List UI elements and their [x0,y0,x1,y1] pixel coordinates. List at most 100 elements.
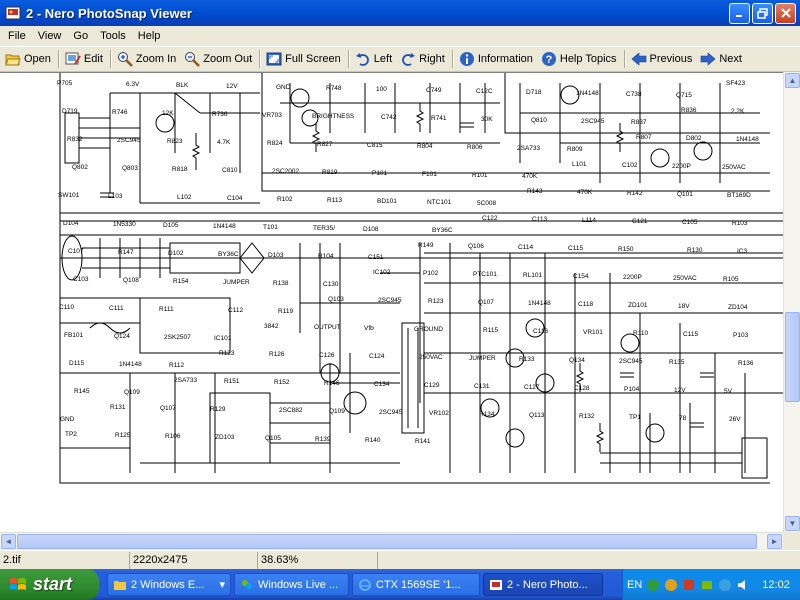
component-label: VR102 [429,410,449,417]
component-label: R103 [732,220,748,227]
component-label: Q109 [329,408,345,415]
task-nero-photosnap[interactable]: 2 - Nero Photo... [483,573,603,596]
component-label: Q134 [569,357,585,364]
rotate-left-button[interactable]: Left [352,48,397,70]
component-label: R151 [224,378,240,385]
component-label: L101 [572,161,587,168]
component-label: R823 [167,138,183,145]
language-indicator[interactable]: EN [627,578,643,591]
component-label: TP2 [65,431,77,438]
task-label: CTX 1569SE '1... [376,578,461,591]
menu-view[interactable]: View [37,30,62,42]
rotate-right-button[interactable]: Right [397,48,450,70]
component-label: R111 [159,306,174,313]
vertical-scrollbar[interactable]: ▲ ▼ [783,72,800,532]
component-label: 5V [724,388,733,395]
task-internet-explorer[interactable]: CTX 1569SE '1... [352,573,480,596]
zoom-in-label: Zoom In [135,53,177,65]
menu-help[interactable]: Help [137,30,161,42]
security-tray-icon[interactable] [682,578,696,592]
horizontal-scroll-thumb[interactable] [17,534,757,549]
component-label: BRIGHTNESS [312,113,355,120]
component-label: TP1 [629,414,641,421]
menu-go[interactable]: Go [73,30,89,42]
component-label: R837 [631,119,647,126]
previous-label: Previous [649,53,693,65]
component-label: 2SC945 [117,137,141,144]
next-button[interactable]: Next [697,48,747,70]
vertical-scroll-thumb[interactable] [785,312,800,402]
component-label: Q810 [531,117,547,124]
component-label: R131 [110,404,126,411]
menu-tools[interactable]: Tools [100,30,126,42]
next-label: Next [719,53,742,65]
component-label: C118 [578,301,593,308]
component-label: Q803 [122,165,138,172]
component-label: C738 [626,91,642,98]
full-screen-button[interactable]: Full Screen [263,48,346,70]
component-label: C130 [323,281,339,288]
information-label: Information [477,53,533,65]
component-label: R110 [633,330,648,337]
component-label: R136 [738,360,754,367]
component-label: ZD101 [628,302,648,309]
component-label: L114 [582,217,596,224]
component-label: R125 [115,432,131,439]
scroll-down-arrow-icon[interactable]: ▼ [785,516,800,531]
close-icon [780,8,791,18]
info-icon [459,52,474,66]
information-button[interactable]: Information [456,48,538,70]
open-button[interactable]: Open [2,48,56,70]
scroll-right-arrow-icon[interactable]: ► [767,534,782,549]
component-label: C749 [426,87,442,94]
edit-button[interactable]: Edit [62,48,108,70]
component-label: 6.3V [126,81,140,88]
scroll-up-arrow-icon[interactable]: ▲ [785,73,800,88]
component-label: P104 [624,386,640,393]
task-windows-live[interactable]: Windows Live ... [234,573,349,596]
horizontal-scrollbar[interactable]: ◄ ► [0,532,783,549]
component-label: C113 [532,216,547,223]
component-label: R818 [172,166,188,173]
close-button[interactable] [775,2,796,24]
component-label: 2SA733 [174,377,198,384]
component-label: R824 [267,140,283,147]
menu-file[interactable]: File [8,30,26,42]
component-label: R126 [269,351,285,358]
component-label: C126 [319,352,335,359]
help-topics-button[interactable]: ? Help Topics [538,48,622,70]
antivirus-tray-icon[interactable] [718,578,732,592]
component-label: Q106 [468,243,484,250]
messenger-tray-icon[interactable] [664,578,678,592]
toolbar-separator [259,50,262,68]
component-label: Q113 [529,412,545,419]
zoom-in-icon [117,52,133,67]
component-label: 2200P [623,274,642,281]
app-icon [5,6,21,20]
component-label: FB101 [64,332,84,339]
component-label: Q124 [114,333,130,340]
task-windows-explorer[interactable]: 2 Windows E... ▾ [107,573,231,596]
start-button[interactable]: start [0,569,99,600]
component-label: R106 [165,433,181,440]
arrow-right-icon [701,52,716,66]
component-label: R807 [636,134,652,141]
previous-button[interactable]: Previous [628,48,698,70]
network-tray-icon[interactable] [700,578,714,592]
zoom-out-button[interactable]: Zoom Out [181,48,257,70]
component-label: R129 [210,406,226,413]
restore-button[interactable] [752,2,773,24]
component-label: 5C008 [477,200,497,207]
component-label: P102 [423,270,439,277]
zoom-in-button[interactable]: Zoom In [114,48,181,70]
component-label: R123 [219,350,235,357]
component-label: 1N4148 [528,300,551,307]
chat-tray-icon[interactable] [646,578,660,592]
component-label: C104 [227,195,243,202]
scroll-left-arrow-icon[interactable]: ◄ [1,534,16,549]
component-label: L103 [108,193,123,200]
component-label: R119 [278,308,293,315]
minimize-button[interactable] [729,2,750,24]
volume-tray-icon[interactable] [736,578,750,592]
